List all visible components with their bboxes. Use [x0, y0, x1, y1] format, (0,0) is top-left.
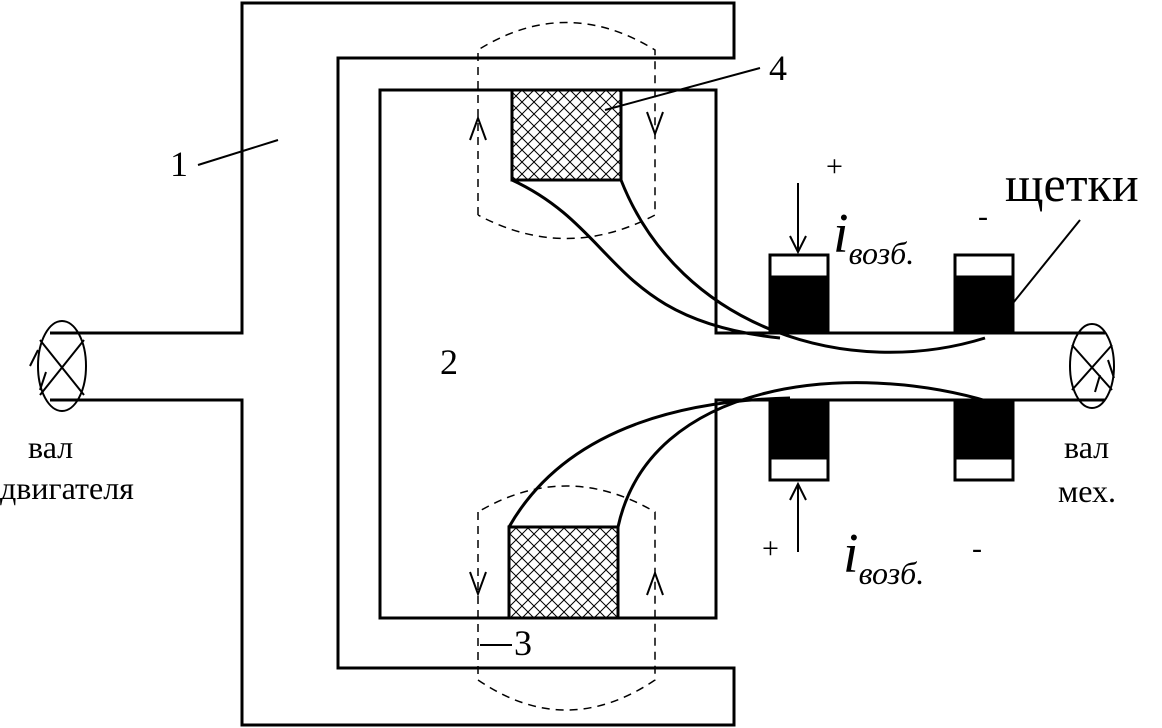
label-part-3: 3: [514, 623, 532, 663]
current-symbol-top: i: [833, 203, 849, 265]
label-plus-bottom: +: [762, 532, 779, 565]
label-minus-bottom: -: [972, 532, 982, 565]
label-part-4: 4: [769, 48, 787, 88]
label-minus-top: -: [978, 200, 988, 233]
flux-arrow-up-bottom: [646, 570, 664, 596]
label-plus-top: +: [826, 150, 843, 183]
mech-shaft-end: [1069, 323, 1115, 409]
coil-bottom: [507, 525, 620, 620]
inner-rotor: [378, 88, 1105, 620]
flux-arrow-up-top: [469, 115, 487, 141]
label-motor-shaft-line1: вал: [28, 429, 73, 465]
current-symbol-bottom: i: [843, 523, 859, 585]
label-motor-shaft-line2: двигателя: [0, 470, 134, 506]
label-mech-shaft-line1: вал: [1064, 429, 1109, 465]
motor-shaft-end: [29, 320, 87, 412]
current-arrow-bottom: [789, 481, 807, 552]
brush-top-left: [768, 253, 830, 335]
flux-arrow-down-bottom: [469, 571, 487, 597]
coil-leads: [507, 178, 991, 528]
flux-loop-top: [477, 21, 656, 240]
current-subscript-top: возб.: [849, 235, 915, 271]
current-subscript-bottom: возб.: [859, 555, 925, 591]
leader-1: [197, 139, 279, 166]
label-current-bottom: iвозб.: [843, 523, 924, 591]
current-arrow-top: [789, 183, 807, 255]
label-current-top: iвозб.: [833, 203, 914, 271]
leader-4: [604, 67, 761, 111]
brush-bottom-right: [953, 398, 1015, 482]
brush-top-right: [953, 253, 1015, 335]
label-part-1: 1: [170, 144, 188, 184]
label-mech-shaft-line2: мех.: [1058, 473, 1116, 509]
outer-rotor: [50, 1, 736, 727]
label-brushes: щетки: [1005, 156, 1139, 212]
label-part-2: 2: [440, 342, 458, 382]
coil-top: [510, 88, 623, 182]
leader-brushes: [1012, 219, 1081, 304]
brush-bottom-left: [768, 398, 830, 482]
flux-arrow-down-top: [646, 111, 664, 137]
